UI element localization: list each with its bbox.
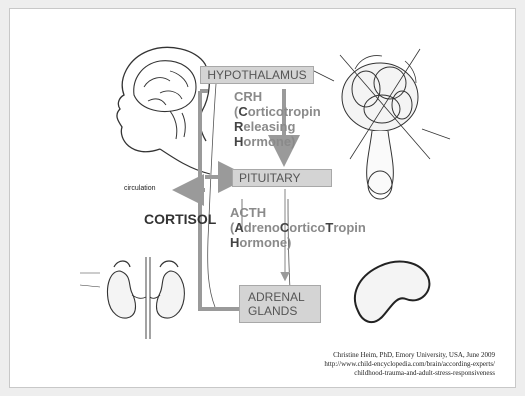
crh-label: CRH (Corticotropin Releasing Hormone) xyxy=(234,89,344,149)
hypothalamus-box: HYPOTHALAMUS xyxy=(200,66,314,84)
hypothalamus-label: HYPOTHALAMUS xyxy=(207,68,306,82)
slide: HYPOTHALAMUS CRH (Corticotropin Releasin… xyxy=(9,8,516,388)
adrenal-label-line1: ADRENAL xyxy=(248,290,320,304)
kidneys-illustration xyxy=(80,257,184,339)
head-illustration xyxy=(117,47,210,174)
cortisol-label: CORTISOL xyxy=(144,211,216,227)
pituitary-box: PITUITARY xyxy=(232,169,332,187)
pituitary-label: PITUITARY xyxy=(239,171,301,185)
adrenal-label-line2: GLANDS xyxy=(248,304,320,318)
circulation-label: circulation xyxy=(124,185,156,192)
adrenal-gland-illustration xyxy=(355,262,429,323)
adrenal-glands-box: ADRENAL GLANDS xyxy=(239,285,321,323)
citation-caption: Christine Heim, PhD, Emory University, U… xyxy=(235,351,495,378)
acth-label: ACTH (AdrenoCorticoTropin Hormone) xyxy=(230,205,400,250)
